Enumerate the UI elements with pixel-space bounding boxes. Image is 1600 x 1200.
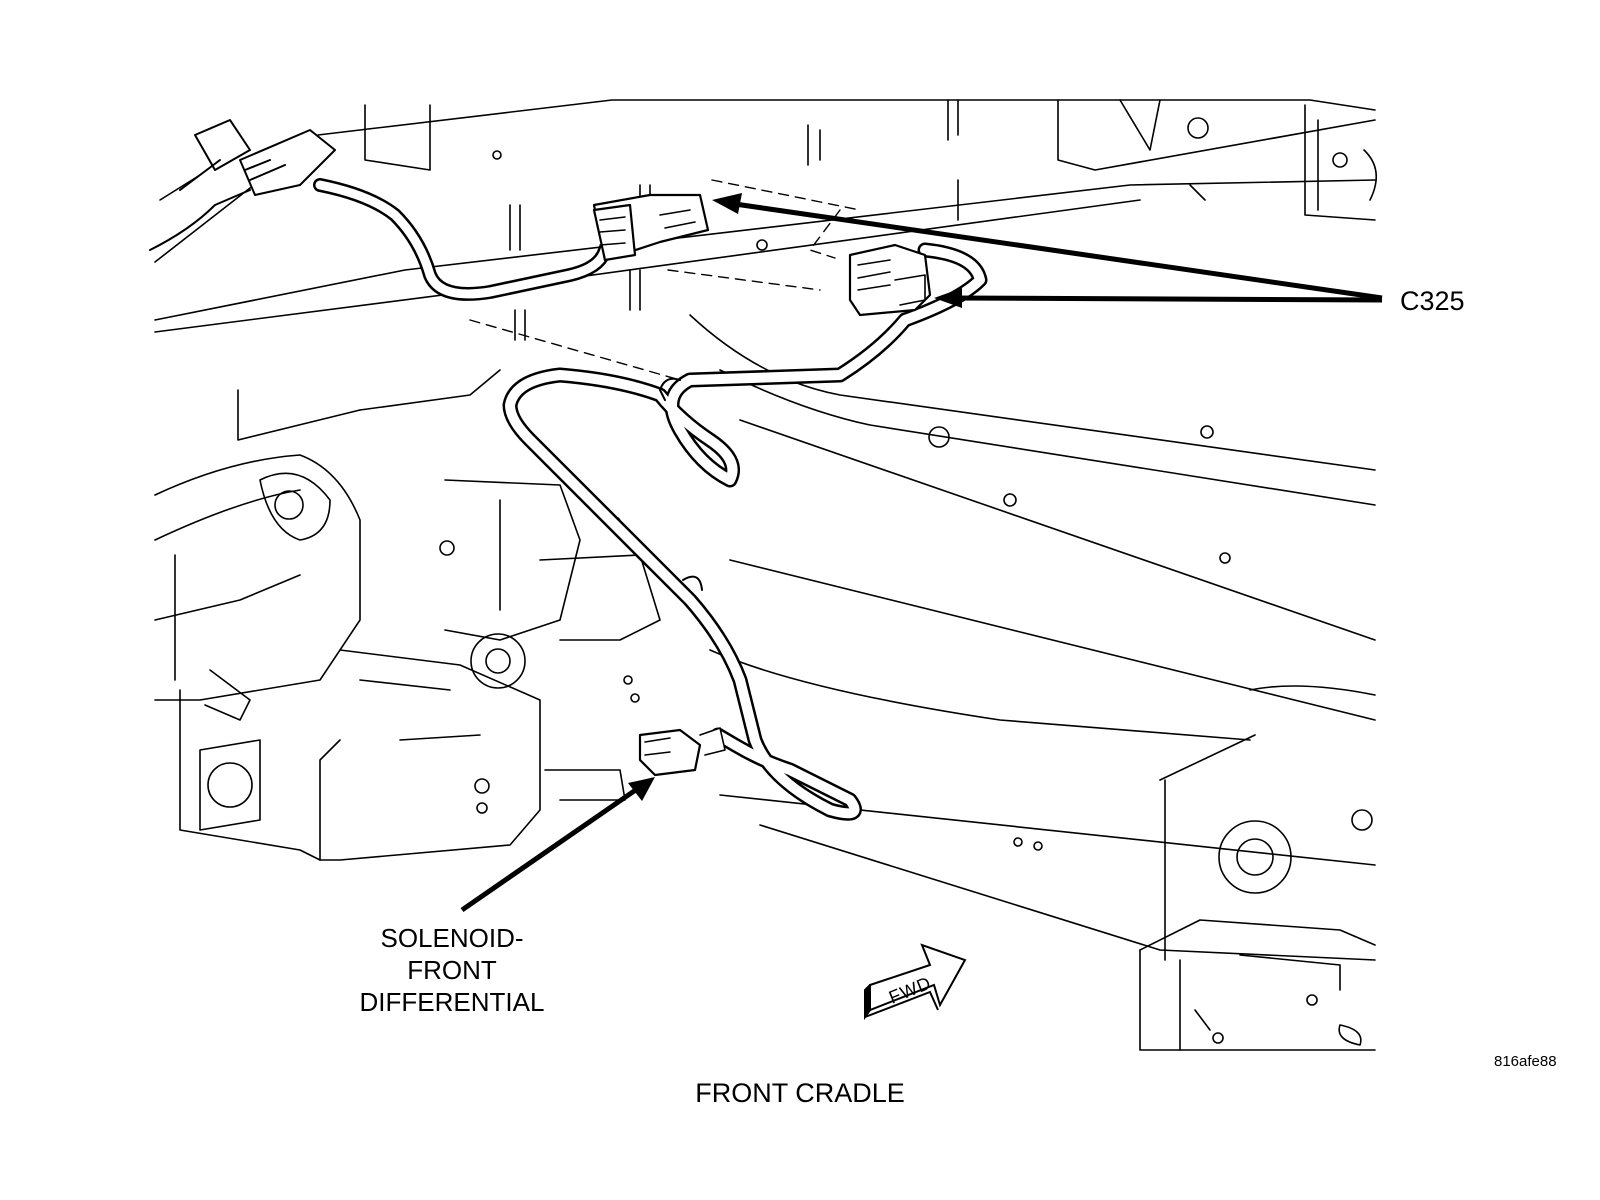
leader-arrows — [460, 193, 1383, 913]
solenoid-arrow — [460, 784, 642, 913]
upper-left-connectors — [159, 119, 336, 201]
solenoid-label-line-3: DIFFERENTIAL — [359, 987, 545, 1017]
solenoid-label-line-2: FRONT — [407, 955, 497, 985]
connector-label-c325: C325 — [1400, 286, 1465, 316]
fwd-arrow-icon — [864, 943, 967, 1021]
solenoid-connector — [638, 727, 726, 777]
solenoid-label-line-1: SOLENOID- — [380, 923, 524, 953]
c325-connector-female — [848, 243, 932, 317]
right-mount-structure — [1139, 685, 1376, 1051]
wiring-harness — [149, 178, 988, 821]
image-code: 816afe88 — [1494, 1053, 1557, 1070]
left-mount-structure — [154, 454, 661, 861]
c325-connector-male — [592, 193, 710, 262]
diagram-caption: FRONT CRADLE — [695, 1078, 905, 1108]
alignment-lines — [469, 179, 861, 381]
solenoid-label: SOLENOID- FRONT DIFFERENTIAL — [322, 922, 582, 1018]
c325-arrow-upper — [727, 200, 1383, 301]
c325-arrow-lower — [954, 295, 1383, 303]
right-side-rail — [689, 314, 1376, 961]
